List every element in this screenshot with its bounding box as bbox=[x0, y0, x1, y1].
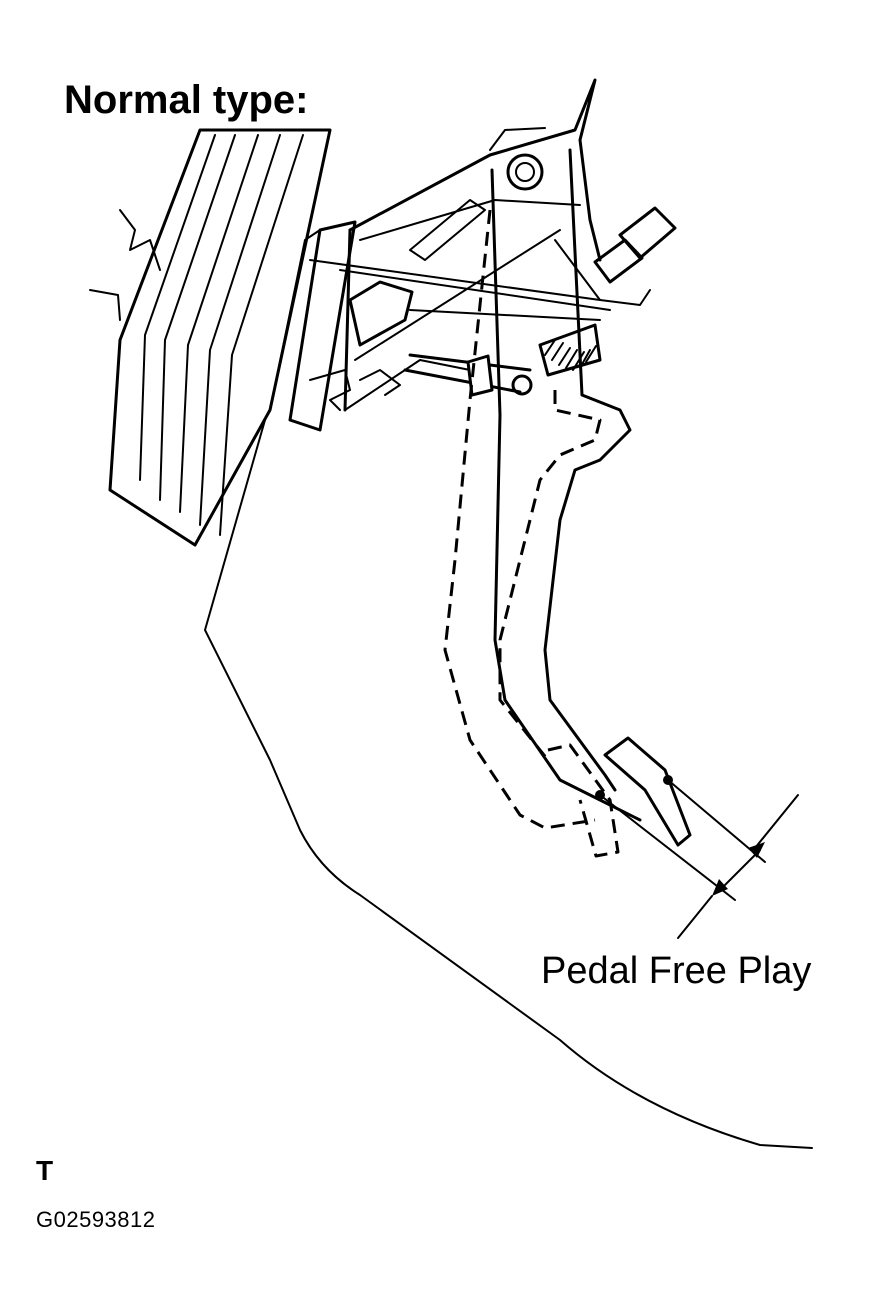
return-spring bbox=[538, 323, 602, 377]
pedal-bracket bbox=[309, 78, 611, 412]
brake-booster bbox=[89, 128, 357, 547]
arrow-head-lower bbox=[712, 879, 728, 896]
pedal-arm-solid bbox=[490, 148, 692, 847]
corner-mark: T bbox=[36, 1155, 54, 1186]
diagram-title: Normal type: bbox=[64, 78, 309, 122]
free-play-dimension bbox=[599, 779, 799, 939]
floor-outline bbox=[204, 419, 813, 1149]
stop-light-switch bbox=[554, 206, 677, 306]
pedal-arm-dashed bbox=[443, 209, 620, 858]
pedal-free-play-label: Pedal Free Play bbox=[541, 950, 812, 992]
figure-code: G02593812 bbox=[36, 1207, 156, 1232]
arrow-head-upper bbox=[748, 842, 765, 858]
